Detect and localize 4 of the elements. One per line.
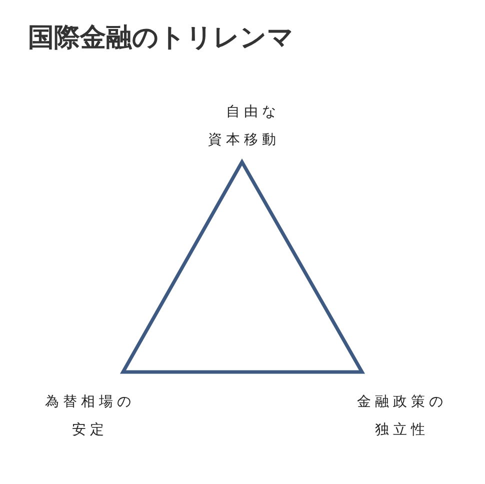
- vertex-label: 自由な資本移動: [207, 103, 281, 150]
- vertex-label: 金融政策の独立性: [356, 393, 448, 440]
- vertex-label: 為替相場の安定: [44, 393, 136, 440]
- title: 国際金融のトリレンマ: [28, 22, 294, 55]
